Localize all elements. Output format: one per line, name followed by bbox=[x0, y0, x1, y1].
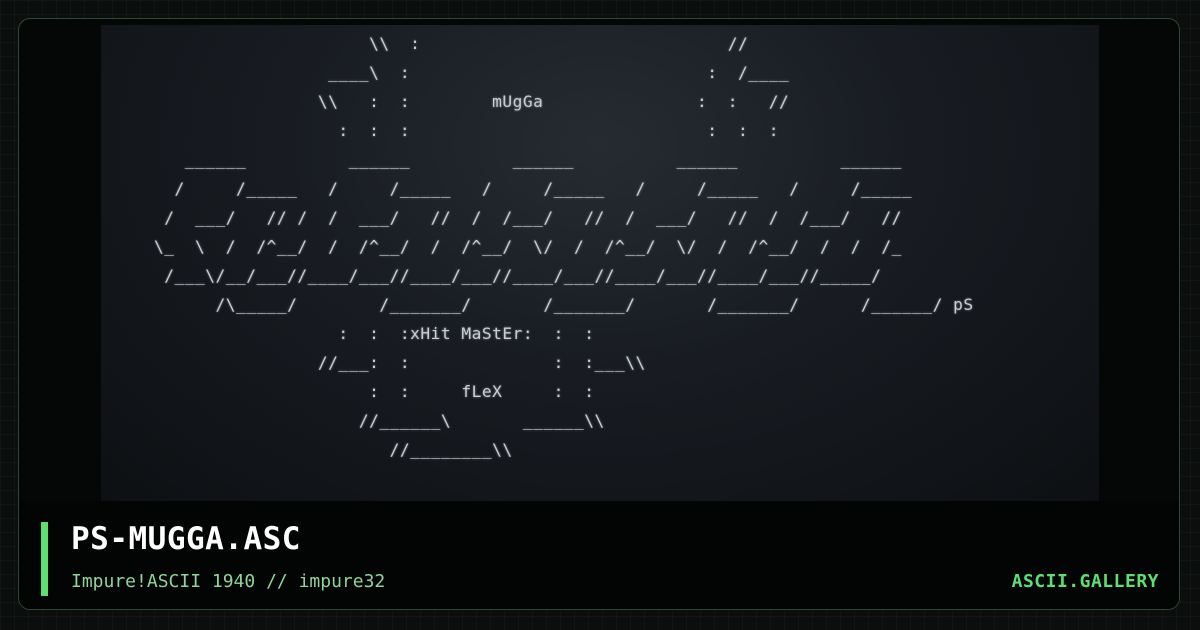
artwork-title: PS-MUGGA.ASC bbox=[71, 521, 301, 557]
ascii-art-text: \\ : // ____\ : : /____ \\ : : mUgGa : :… bbox=[153, 34, 974, 459]
ascii-art-preview: \\ : // ____\ : : /____ \\ : : mUgGa : :… bbox=[101, 25, 1099, 501]
card-footer: PS-MUGGA.ASC Impure!ASCII 1940 // impure… bbox=[19, 501, 1179, 609]
artwork-subtitle: Impure!ASCII 1940 // impure32 bbox=[71, 571, 386, 592]
share-card: \\ : // ____\ : : /____ \\ : : mUgGa : :… bbox=[18, 18, 1180, 610]
accent-bar bbox=[41, 522, 48, 596]
site-brand-link[interactable]: ASCII.GALLERY bbox=[1011, 571, 1159, 592]
